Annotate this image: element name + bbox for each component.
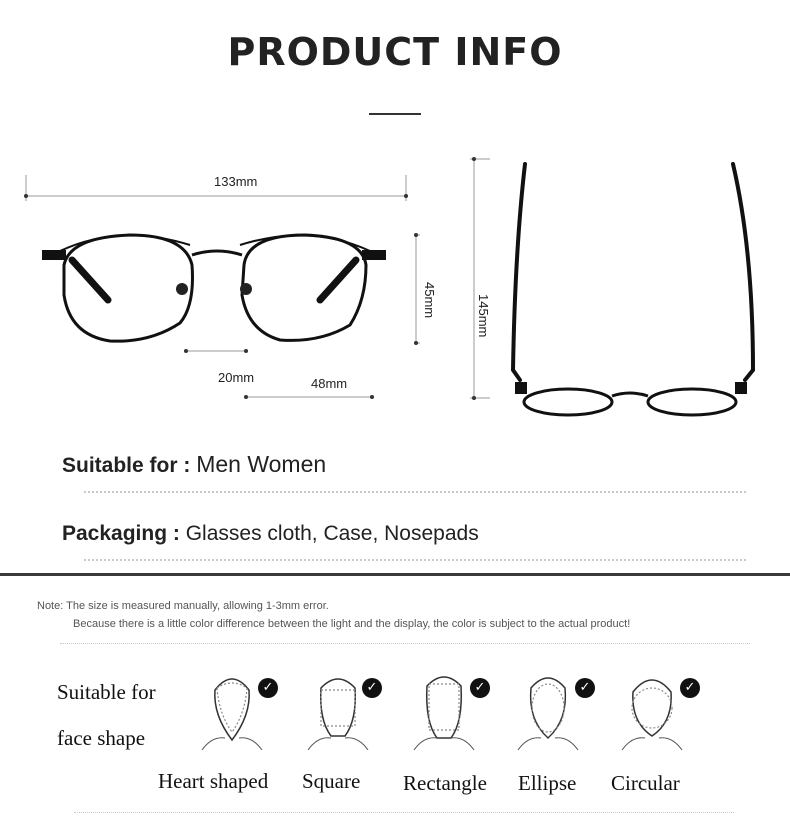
face-shape-label-1: Suitable for: [57, 680, 156, 704]
packaging-label: Packaging :: [62, 522, 180, 545]
page-title: PRODUCT INFO: [227, 30, 563, 74]
divider: [84, 491, 746, 493]
glasses-front-view-icon: [24, 175, 420, 399]
glasses-top-view-icon: [470, 157, 756, 417]
packaging-row: Packaging : Glasses cloth, Case, Nosepad…: [62, 522, 479, 546]
packaging-value: Glasses cloth, Case, Nosepads: [185, 522, 479, 545]
dimension-temple-length: 145mm: [476, 294, 491, 338]
dimension-bridge: 20mm: [218, 370, 255, 385]
circular-face-icon: [621, 679, 683, 750]
face-shape-label-2: face shape: [57, 726, 146, 750]
face-shape-circular: Circular: [611, 771, 680, 795]
suitable-for-value: Men Women: [196, 451, 327, 477]
dimension-lens-width: 48mm: [311, 376, 348, 391]
note-line-2: Because there is a little color differen…: [73, 618, 631, 630]
check-icon: ✓: [258, 678, 278, 698]
rectangle-face-icon: [413, 676, 475, 750]
check-icon: ✓: [362, 678, 382, 698]
heart-face-icon: [201, 678, 263, 750]
note-line-1: Note: The size is measured manually, all…: [37, 600, 329, 612]
square-face-icon: [307, 678, 369, 750]
suitable-for-row: Suitable for : Men Women: [62, 451, 326, 478]
dimension-lens-height: 45mm: [422, 282, 437, 319]
ellipse-face-icon: [517, 677, 579, 750]
divider: [60, 643, 750, 644]
section-divider: [0, 573, 790, 576]
divider: [74, 812, 734, 813]
check-icon: ✓: [470, 678, 490, 698]
face-shape-heart: Heart shaped: [158, 769, 269, 793]
check-icon: ✓: [680, 678, 700, 698]
dimension-width: 133mm: [214, 174, 258, 189]
suitable-for-label: Suitable for :: [62, 454, 191, 477]
face-shape-square: Square: [302, 769, 361, 793]
check-icon: ✓: [575, 678, 595, 698]
face-shape-ellipse: Ellipse: [518, 771, 577, 795]
title-underline: [369, 113, 421, 115]
divider: [84, 559, 746, 561]
face-shape-rectangle: Rectangle: [403, 771, 487, 795]
